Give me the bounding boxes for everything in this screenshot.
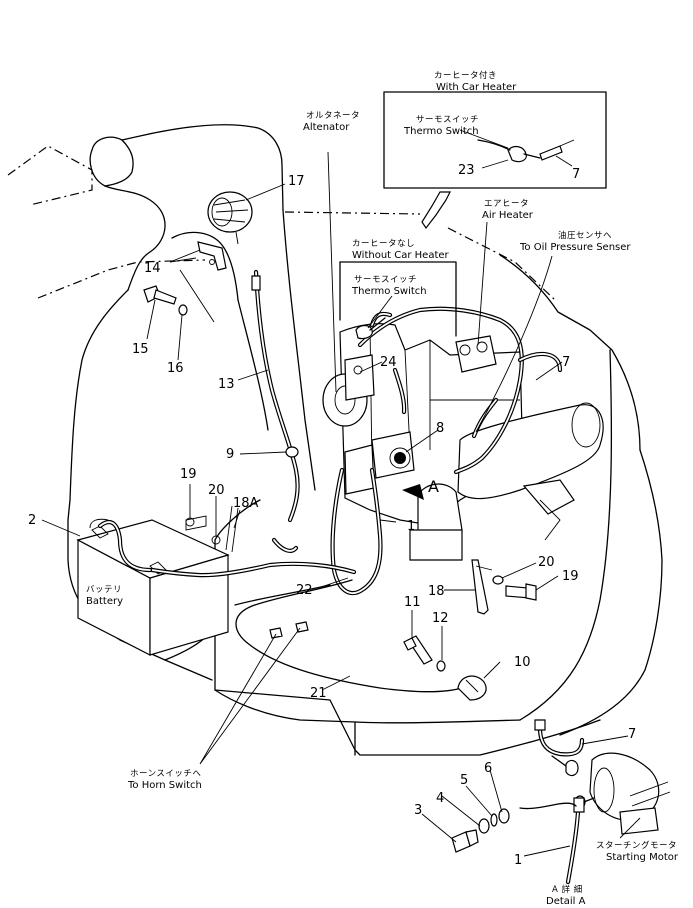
horn-switch-en: To Horn Switch [127, 780, 202, 791]
part-24: 24 [380, 355, 397, 370]
without-car-heater-en: Without Car Heater [352, 250, 450, 261]
starting-motor-jp: スターチングモータ [596, 840, 677, 851]
alternator-jp: オルタネータ [306, 111, 360, 121]
horn-17 [207, 191, 253, 245]
oil-pressure-jp: 油圧センサへ [558, 230, 612, 241]
washer-12 [436, 660, 446, 672]
part-23: 23 [458, 163, 475, 178]
text-labels: カーヒータ付き With Car Heater サーモスイッチ Thermo S… [86, 70, 679, 907]
part-15: 15 [132, 342, 149, 357]
part-14: 14 [144, 261, 161, 276]
without-car-heater-jp: カーヒータなし [352, 239, 415, 249]
part-19-right: 19 [562, 569, 579, 584]
part-21: 21 [310, 686, 327, 701]
part-20-right: 20 [538, 555, 555, 570]
battery [76, 518, 230, 656]
horn-switch-jp: ホーンスイッチへ [130, 769, 201, 779]
bracket-14 [197, 241, 227, 271]
starting-motor-en: Starting Motor [606, 852, 679, 863]
harness-22 [97, 520, 357, 578]
part-22: 22 [296, 583, 313, 598]
thermo-switch-with-jp: サーモスイッチ [416, 115, 479, 125]
view-arrow-a [402, 484, 424, 500]
part-18: 18 [428, 584, 445, 599]
battery-en: Battery [86, 596, 123, 607]
alternator-en: Altenator [303, 122, 350, 133]
part-18a: 18A [233, 496, 259, 511]
part-6: 6 [484, 761, 492, 776]
clip-9 [285, 446, 299, 458]
harness-1 [330, 467, 383, 596]
washer-16 [178, 304, 188, 316]
part-3: 3 [414, 803, 422, 818]
with-car-heater-box [383, 91, 607, 230]
with-car-heater-jp: カーヒータ付き [434, 70, 497, 81]
bolt-19-right [492, 575, 537, 601]
part-4: 4 [436, 791, 444, 806]
part-7-main: 7 [562, 355, 570, 370]
relay-24 [344, 354, 375, 401]
part-1: 1 [407, 519, 415, 534]
without-car-heater-box [339, 261, 457, 340]
detail-a [451, 719, 671, 885]
part-9: 9 [226, 447, 234, 462]
oil-pressure-en: To Oil Pressure Senser [519, 242, 631, 253]
part-8: 8 [436, 421, 444, 436]
part-7-box: 7 [572, 167, 580, 182]
air-heater-en: Air Heater [482, 210, 534, 221]
leader-lines [41, 129, 641, 857]
part-5: 5 [460, 773, 468, 788]
bolt-15 [143, 285, 177, 305]
part-10: 10 [514, 655, 531, 670]
horn-10 [457, 675, 487, 701]
relay-8 [344, 431, 415, 495]
thermo-switch-with-en: Thermo Switch [403, 126, 479, 137]
part-2: 2 [28, 513, 36, 528]
part-1-detail: 1 [514, 853, 522, 868]
with-car-heater-en: With Car Heater [436, 82, 517, 93]
part-12: 12 [432, 611, 449, 626]
battery-jp: バッテリ [86, 585, 122, 595]
part-19-left: 19 [180, 467, 197, 482]
harness-21 [235, 579, 463, 693]
thermo-switch-without-jp: サーモスイッチ [354, 275, 417, 285]
part-7-detail: 7 [628, 727, 636, 742]
part-17: 17 [288, 174, 305, 189]
harness-13 [251, 269, 300, 523]
part-numbers: 17 14 15 16 13 9 19 20 18A 2 1 22 21 11 … [28, 163, 636, 868]
bolt-11 [403, 635, 433, 665]
bracket-18 [471, 559, 493, 615]
air-heater-jp: エアヒータ [484, 199, 529, 209]
part-20-left: 20 [208, 483, 225, 498]
detail-a-jp: A 詳 細 [552, 884, 583, 895]
part-16: 16 [167, 361, 184, 376]
thermo-switch-without-en: Thermo Switch [351, 286, 427, 297]
part-11: 11 [404, 595, 421, 610]
part-13: 13 [218, 377, 235, 392]
detail-a-en: Detail A [546, 896, 586, 907]
view-a-label: A [428, 477, 439, 496]
air-heater [455, 335, 497, 373]
